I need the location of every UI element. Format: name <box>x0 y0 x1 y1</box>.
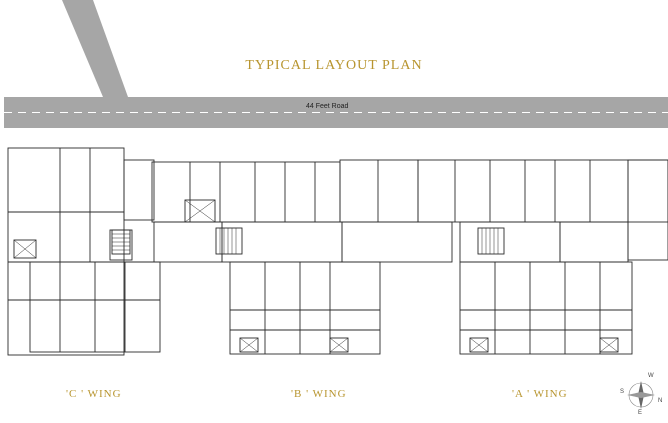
stair-treads <box>112 228 499 254</box>
access-road <box>62 0 128 97</box>
building-outline <box>7 147 668 356</box>
wing-label-b: 'B ' WING <box>291 388 347 400</box>
duct-marks <box>13 199 619 353</box>
compass-s: S <box>620 389 625 395</box>
compass-e: E <box>638 410 643 416</box>
wing-label-a: 'A ' WING <box>512 388 568 400</box>
compass-rose-icon: W S N E <box>618 372 664 418</box>
compass-n: N <box>658 398 663 404</box>
compass-w: W <box>648 373 654 379</box>
plan-title: TYPICAL LAYOUT PLAN <box>245 58 423 73</box>
wing-label-c: 'C ' WING <box>66 388 122 400</box>
road-label: 44 Feet Road <box>306 103 349 110</box>
